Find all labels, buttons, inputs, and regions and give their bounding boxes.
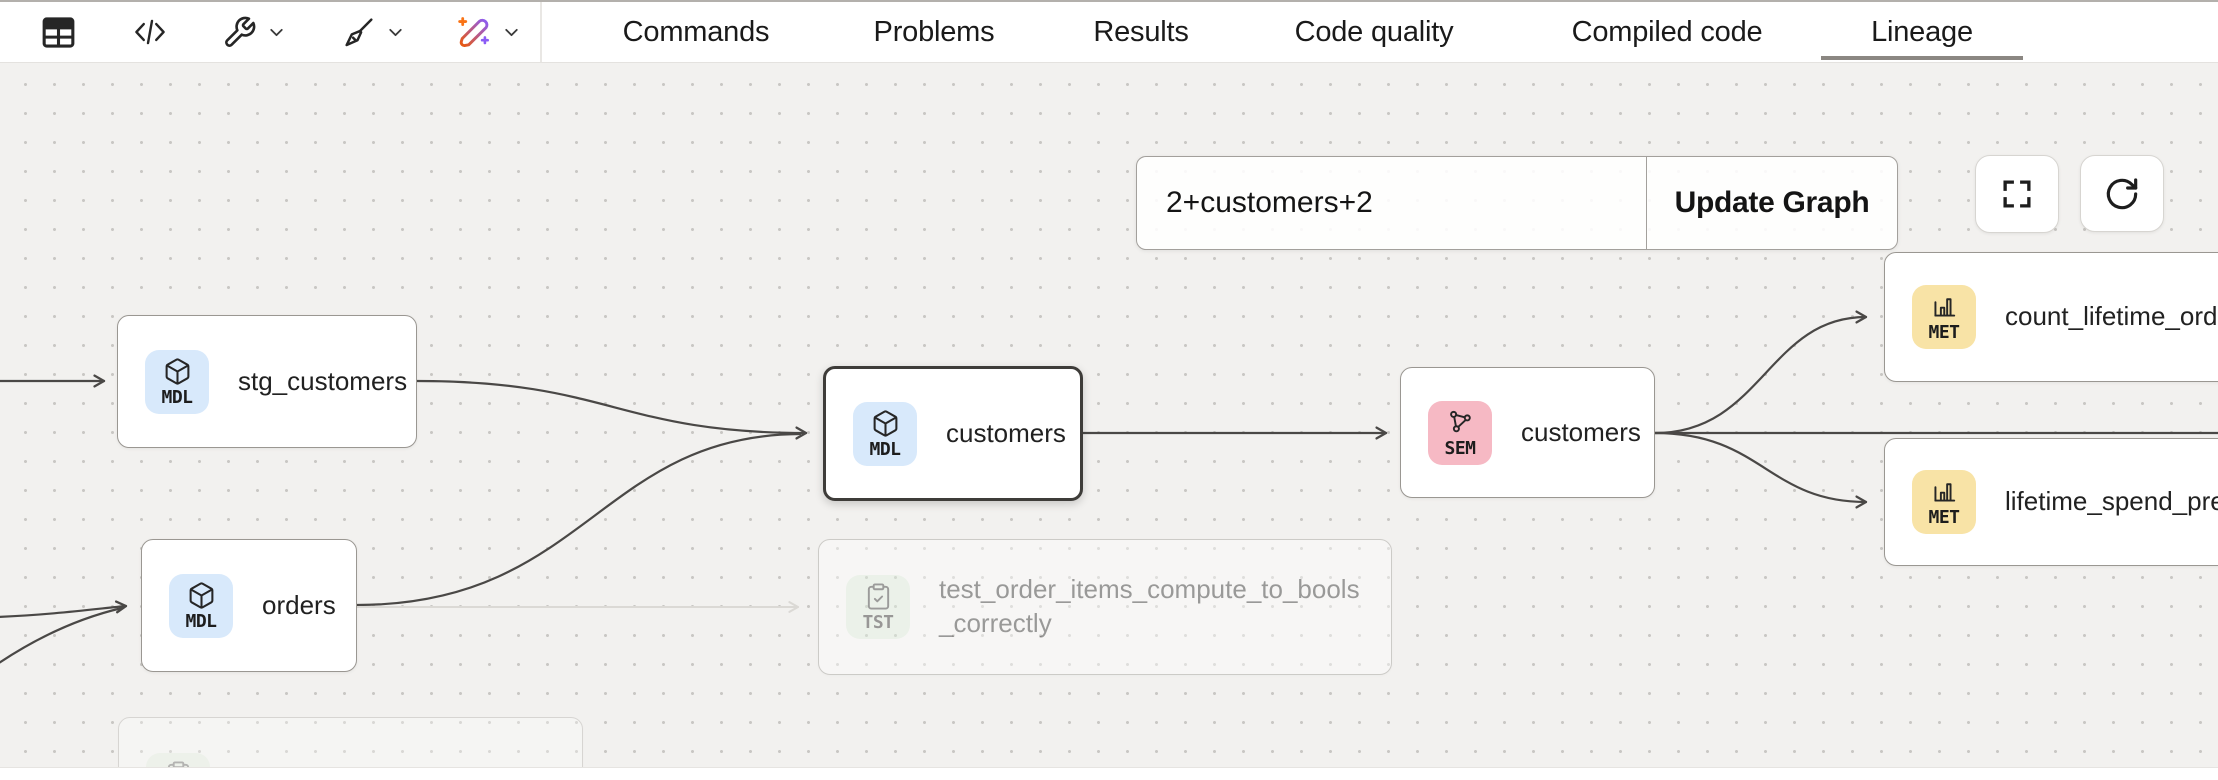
tab-commands[interactable]: Commands xyxy=(622,15,770,48)
update-graph-button[interactable]: Update Graph xyxy=(1646,157,1897,249)
panel-bottom-edge xyxy=(0,767,2218,780)
lineage-query-panel: Update Graph xyxy=(1136,156,1898,250)
edge-customers_semantic-to-count_lifetime_orders xyxy=(1653,310,1868,435)
edge-orders-to-customers_model xyxy=(355,432,802,607)
node-type-badge: MET xyxy=(1912,285,1976,349)
panel-toolbar: Commands Problems Results Code quality Compi… xyxy=(0,0,2218,63)
node-type-badge: MDL xyxy=(145,349,209,414)
node-label: customers xyxy=(1521,416,1641,447)
chevron-down-icon xyxy=(504,28,518,36)
lineage-query-input[interactable] xyxy=(1137,157,1646,249)
tab-compiled-code[interactable]: Compiled code xyxy=(1571,15,1763,48)
cube-icon xyxy=(189,581,213,609)
fullscreen-icon xyxy=(2003,180,2031,208)
code-icon xyxy=(135,19,165,45)
lineage-node-stg_customers[interactable]: MDL stg_customers xyxy=(117,315,417,448)
ai-actions-dropdown-button[interactable] xyxy=(440,2,536,62)
toolbar-divider xyxy=(540,2,542,62)
node-type-badge: SEM xyxy=(1428,400,1492,465)
tab-lineage[interactable]: Lineage xyxy=(1871,15,1973,48)
node-type-label: MDL xyxy=(869,438,901,460)
node-label: stg_customers xyxy=(238,365,408,396)
cube-icon xyxy=(165,357,189,385)
chevron-down-icon xyxy=(269,28,283,36)
chevron-down-icon xyxy=(388,28,402,36)
lineage-node-customers_semantic[interactable]: SEM customers xyxy=(1400,367,1655,498)
node-type-label: SEM xyxy=(1444,437,1476,459)
lineage-node-orders[interactable]: MDL orders xyxy=(141,539,357,672)
refresh-button[interactable] xyxy=(2080,155,2164,232)
node-label: test_order_items_compute_to_bools _corre… xyxy=(939,574,1360,638)
lineage-node-test_order_items[interactable]: TST test_order_items_compute_to_bools _co… xyxy=(818,539,1392,675)
table-view-button[interactable] xyxy=(36,2,80,62)
node-type-label: MDL xyxy=(185,610,217,632)
table-icon xyxy=(42,16,74,48)
semantic-graph-icon xyxy=(1449,410,1471,432)
edge-stg_customers-to-customers_model xyxy=(415,379,808,440)
node-type-badge: TST xyxy=(846,575,910,639)
code-view-button[interactable] xyxy=(124,2,176,62)
cleanup-dropdown-button[interactable] xyxy=(326,2,420,62)
node-label: customers xyxy=(946,417,1066,448)
node-type-label: TST xyxy=(862,612,894,633)
node-type-label: MET xyxy=(1928,507,1960,528)
edge-offscreen-left-to-orders xyxy=(0,600,128,618)
active-tab-underline xyxy=(1821,55,2023,60)
node-type-badge: MDL xyxy=(169,573,233,638)
node-label: count_lifetime_orders xyxy=(2005,301,2218,332)
cube-icon xyxy=(873,409,897,437)
node-type-label: MET xyxy=(1928,322,1960,343)
lineage-node-customers_model[interactable]: MDL customers xyxy=(823,366,1083,501)
lineage-node-lifetime_spend_pretax[interactable]: MET lifetime_spend_pretax xyxy=(1884,438,2218,566)
bar-chart-icon xyxy=(1933,298,1955,317)
node-type-label: MDL xyxy=(161,386,193,408)
build-tools-dropdown-button[interactable] xyxy=(208,2,300,62)
node-label: lifetime_spend_pretax xyxy=(2005,486,2218,517)
tab-results[interactable]: Results xyxy=(1093,15,1189,48)
magic-wand-icon xyxy=(457,16,489,47)
edge-customers_semantic-to-lifetime_spend_pretax xyxy=(1653,431,1868,509)
node-label: orders xyxy=(262,589,336,620)
tab-problems[interactable]: Problems xyxy=(873,15,995,48)
wrench-icon xyxy=(224,16,255,47)
refresh-icon xyxy=(2106,177,2138,209)
broom-icon xyxy=(344,17,373,46)
node-type-badge: MET xyxy=(1912,470,1976,534)
clipboard-check-icon xyxy=(867,583,889,610)
lineage-node-count_lifetime_orders[interactable]: MET count_lifetime_orders xyxy=(1884,252,2218,382)
edge-offscreen-bottom-left-to-orders xyxy=(0,606,124,664)
tab-code-quality[interactable]: Code quality xyxy=(1294,15,1454,48)
node-type-badge: MDL xyxy=(853,401,917,466)
fullscreen-button[interactable] xyxy=(1975,155,2059,233)
bar-chart-icon xyxy=(1933,483,1955,502)
